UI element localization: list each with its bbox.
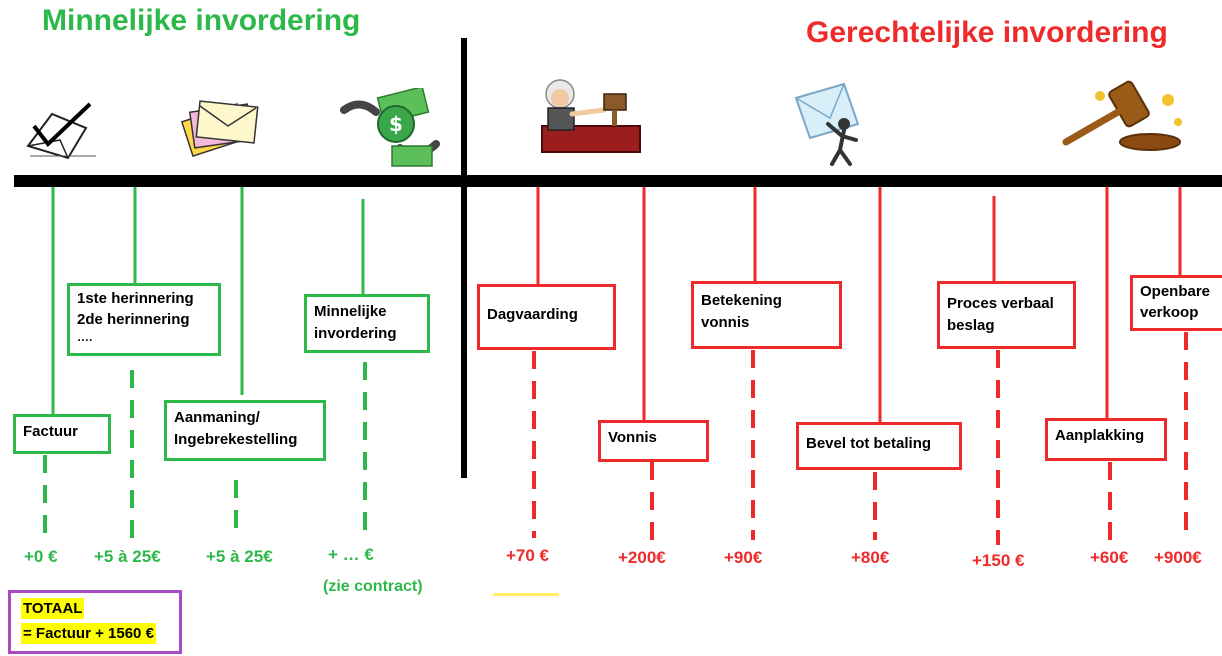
box-line: Dagvaarding [487, 306, 578, 323]
envelope-man-icon [794, 82, 860, 166]
box-line: vonnis [701, 314, 750, 331]
box-line: Proces verbaal [947, 295, 1054, 312]
box-aanplakking: Aanplakking [1045, 418, 1167, 461]
amount-aanmaning: +5 à 25€ [206, 547, 273, 566]
box-herinnering: 1ste herinnering 2de herinnering …. [67, 283, 221, 356]
box-factuur: Factuur [13, 414, 111, 454]
letters-stack-icon [180, 100, 259, 158]
gavel-icon [1062, 80, 1182, 151]
box-vonnis: Vonnis [598, 420, 709, 462]
box-line: Ingebrekestelling [174, 431, 298, 448]
box-line: beslag [947, 317, 995, 334]
heading-gerechtelijke-invordering: Gerechtelijke invordering [806, 16, 1168, 49]
box-line: 1ste herinnering [77, 290, 194, 307]
amount-bevel: +80€ [851, 548, 890, 567]
judge-icon [541, 79, 641, 153]
contract-note: (zie contract) [323, 578, 423, 595]
amount-vonnis: +200€ [618, 548, 666, 567]
svg-text:$: $ [389, 112, 403, 136]
box-line: …. [77, 330, 93, 344]
amount-openbare-verkoop: +900€ [1154, 548, 1202, 567]
box-openbare-verkoop: Openbare verkoop [1130, 275, 1222, 331]
box-line: Aanmaning/ [174, 409, 260, 426]
box-aanmaning: Aanmaning/ Ingebrekestelling [164, 400, 326, 461]
green-connectors [51, 186, 365, 414]
green-dashed-connectors [43, 362, 367, 540]
red-connectors [536, 186, 1182, 422]
amount-minnelijke-invordering: + … € [328, 545, 374, 564]
totaal-label: TOTAAL [21, 598, 85, 619]
box-proces-verbaal-beslag: Proces verbaal beslag [937, 281, 1076, 349]
totaal-box: TOTAAL = Factuur + 1560 € [8, 590, 182, 654]
amount-proces: +150 € [972, 551, 1025, 570]
box-line: Bevel tot betaling [806, 435, 932, 452]
box-line: Factuur [23, 423, 79, 440]
box-betekening-vonnis: Betekening vonnis [691, 281, 842, 349]
amount-aanplakking: +60€ [1090, 548, 1129, 567]
envelope-check-icon [26, 102, 96, 160]
box-line: verkoop [1140, 304, 1199, 321]
totaal-formula: = Factuur + 1560 € [21, 623, 156, 644]
box-line: Aanplakking [1055, 427, 1145, 444]
heading-minnelijke-invordering: Minnelijke invordering [42, 4, 361, 37]
box-line: invordering [314, 325, 397, 342]
highlight-stroke [493, 593, 559, 596]
amount-factuur: +0 € [24, 547, 58, 566]
amount-betekening: +90€ [724, 548, 763, 567]
box-line: Vonnis [608, 429, 657, 446]
red-dashed-connectors [532, 332, 1188, 545]
money-handshake-icon: $ [340, 88, 440, 167]
box-line: Openbare [1140, 283, 1211, 300]
amount-herinnering: +5 à 25€ [94, 547, 161, 566]
box-line: 2de herinnering [77, 311, 190, 328]
amount-dagvaarding: +70 € [506, 546, 550, 565]
box-line: Betekening [701, 292, 782, 309]
box-dagvaarding: Dagvaarding [477, 284, 616, 350]
box-line: Minnelijke [314, 303, 387, 320]
box-minnelijke-invordering: Minnelijke invordering [304, 294, 430, 353]
box-bevel-tot-betaling: Bevel tot betaling [796, 422, 962, 470]
